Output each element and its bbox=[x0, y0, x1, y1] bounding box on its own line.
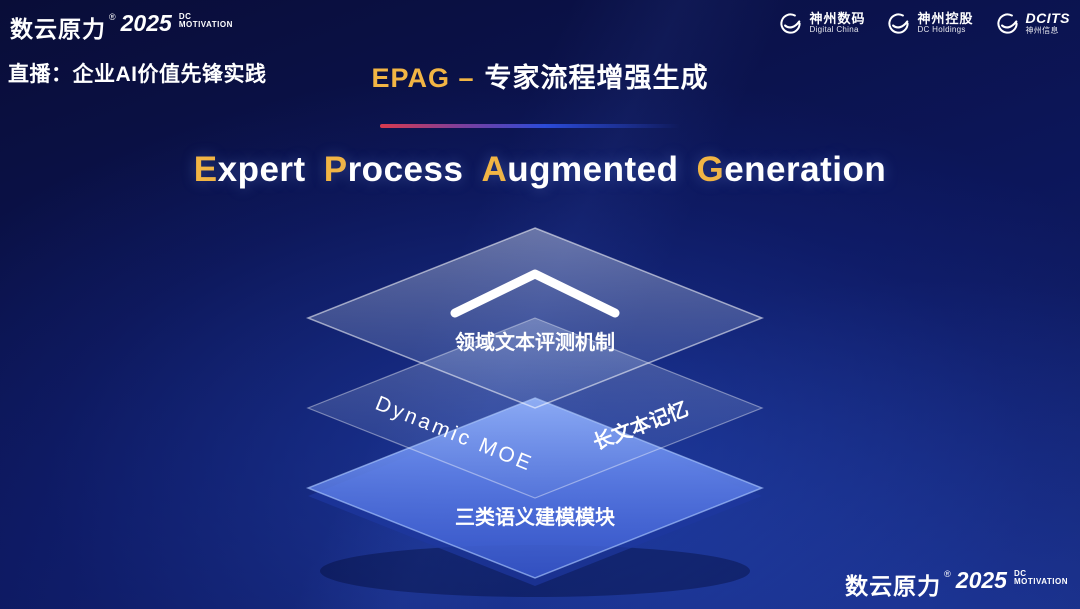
footer-brand-dc-motivation: DC MOTIVATION bbox=[1014, 567, 1068, 587]
heading-word-augmented: Augmented bbox=[481, 150, 679, 189]
slide-title-highlight: EPAG – bbox=[371, 63, 475, 93]
footer-brand-registered-mark: ® bbox=[944, 569, 951, 579]
partner-subtitle: DC Holdings bbox=[917, 25, 966, 35]
slide-title-text: 专家流程增强生成 bbox=[484, 63, 709, 93]
partner-text: 神州数码 Digital China bbox=[809, 10, 866, 35]
layer-bottom-label: 三类语义建模模块 bbox=[455, 505, 616, 529]
dc-holdings-swirl-icon bbox=[888, 13, 910, 34]
brand-registered-mark: ® bbox=[109, 12, 116, 22]
partner-dcits: DCITS 神州信息 bbox=[994, 10, 1071, 37]
partner-text: 神州控股 DC Holdings bbox=[917, 10, 974, 35]
layer-stack-diagram: 领域文本评测机制 Dynamic MOE 长文本记忆 三类语义建模模块 bbox=[305, 227, 765, 597]
brand-logo: 数云原力 ® 2025 DC MOTIVATION bbox=[10, 10, 233, 44]
partner-name: 神州控股 bbox=[917, 10, 974, 26]
layer-top bbox=[305, 227, 765, 409]
brand-dc-motivation: DC MOTIVATION bbox=[179, 10, 233, 30]
footer-brand-logo: 数云原力 ® 2025 DC MOTIVATION bbox=[845, 567, 1068, 601]
partner-name: DCITS bbox=[1025, 10, 1070, 27]
footer-brand-name: 数云原力 bbox=[845, 573, 942, 599]
partner-name: 神州数码 bbox=[809, 10, 866, 26]
heading-word-generation: Generation bbox=[696, 150, 887, 189]
layer-top-label: 领域文本评测机制 bbox=[455, 330, 615, 354]
page-title: Expert Process Augmented Generation bbox=[0, 150, 1080, 190]
partner-digital-china: 神州数码 Digital China bbox=[777, 10, 865, 37]
footer-brand-motivation: MOTIVATION bbox=[1013, 577, 1068, 587]
footer-brand-dc: DC bbox=[1013, 569, 1027, 578]
partner-text: DCITS 神州信息 bbox=[1026, 11, 1071, 35]
digital-china-swirl-icon bbox=[780, 13, 802, 34]
heading-word-process: Process bbox=[323, 150, 464, 189]
brand-name: 数云原力 bbox=[10, 16, 106, 42]
chevron-up-icon bbox=[450, 269, 620, 318]
brand-year: 2025 bbox=[120, 10, 172, 36]
heading-word-expert: Expert bbox=[193, 150, 306, 189]
title-gradient-rule bbox=[380, 124, 680, 128]
live-stream-label: 直播：企业AI价值先锋实践 bbox=[8, 63, 267, 86]
partner-logos: 神州数码 Digital China 神州控股 DC Holdings DCIT… bbox=[777, 10, 1070, 37]
brand-dc: DC bbox=[178, 12, 192, 21]
dcits-swirl-icon bbox=[996, 13, 1018, 34]
partner-subtitle: Digital China bbox=[809, 25, 859, 35]
footer-brand-year: 2025 bbox=[955, 567, 1007, 593]
partner-subtitle: 神州信息 bbox=[1025, 25, 1059, 35]
partner-dc-holdings: 神州控股 DC Holdings bbox=[885, 10, 973, 37]
brand-motivation: MOTIVATION bbox=[178, 20, 233, 30]
slide-title: EPAG – 专家流程增强生成 bbox=[0, 56, 1080, 95]
